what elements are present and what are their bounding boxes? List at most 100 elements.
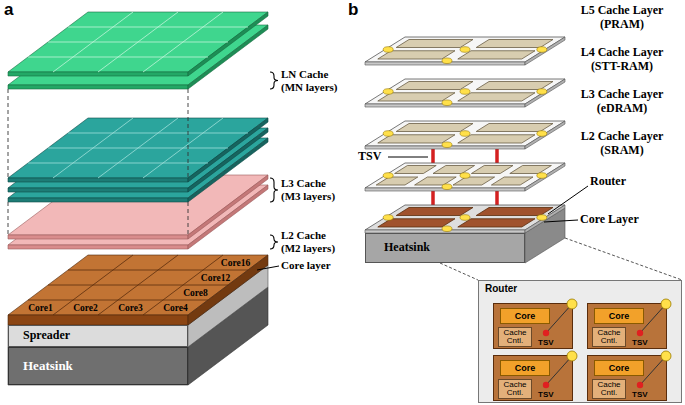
cache-controller-box: Cache Cntl. bbox=[498, 327, 532, 347]
heatsink-band: Heatsink bbox=[365, 233, 525, 263]
router-node bbox=[567, 299, 577, 309]
grid-line bbox=[143, 118, 223, 178]
layer-label: L5 Cache Layer (PRAM) bbox=[572, 4, 672, 32]
router-node bbox=[442, 100, 452, 106]
router-node bbox=[537, 89, 547, 95]
l3-layer-front bbox=[8, 188, 188, 192]
core-box: Core bbox=[500, 360, 550, 376]
layer-label: Core layer bbox=[281, 259, 331, 272]
panel-letter: b bbox=[348, 0, 358, 20]
node-text: Cache Cntl. bbox=[593, 329, 625, 346]
l5-plate bbox=[365, 37, 565, 65]
router-node bbox=[460, 215, 470, 221]
router-node bbox=[567, 351, 577, 361]
node-text: Core bbox=[515, 311, 536, 321]
tsv-dot bbox=[543, 382, 549, 388]
node-text: Core bbox=[609, 363, 630, 373]
router-node bbox=[442, 142, 452, 148]
router-node bbox=[537, 215, 547, 221]
grid-line bbox=[143, 255, 223, 315]
brace bbox=[270, 235, 278, 249]
stack-dashed-line bbox=[188, 202, 189, 235]
memory-bank bbox=[476, 40, 553, 48]
memory-bank bbox=[458, 93, 535, 101]
l3-layer bbox=[8, 118, 268, 182]
memory-bank bbox=[453, 177, 495, 185]
memory-bank bbox=[471, 166, 513, 174]
router-node bbox=[442, 58, 452, 64]
memory-bank bbox=[458, 135, 535, 143]
inset-dashed-line bbox=[440, 263, 478, 280]
node-text: TSV bbox=[632, 390, 648, 399]
core-tile: TSV CoreCache Cntl. bbox=[493, 303, 573, 349]
core-label: Core1 bbox=[28, 302, 53, 313]
router-node bbox=[383, 215, 393, 221]
node-text: Core bbox=[609, 311, 630, 321]
router-node bbox=[537, 47, 547, 53]
core-tile: TSV CoreCache Cntl. bbox=[587, 303, 667, 349]
l2-layer-front bbox=[8, 235, 188, 239]
layer-label: L3 Cache (M3 layers) bbox=[281, 177, 345, 202]
grid-line bbox=[68, 27, 248, 28]
heatsink-band: Heatsink bbox=[8, 347, 188, 385]
core-slab bbox=[8, 255, 268, 325]
memory-bank bbox=[396, 82, 473, 90]
memory-bank bbox=[376, 177, 418, 185]
node-text: Cache Cntl. bbox=[499, 381, 531, 398]
router-node bbox=[460, 89, 470, 95]
l4-plate bbox=[365, 79, 565, 107]
tsv-dot bbox=[637, 330, 643, 336]
leader-line bbox=[257, 266, 279, 270]
l3-plate bbox=[365, 121, 565, 149]
grid-line bbox=[48, 42, 228, 43]
core-slab-front bbox=[8, 315, 188, 325]
l2-layer-front bbox=[8, 245, 188, 249]
memory-bank bbox=[396, 124, 473, 132]
part-label: TSV bbox=[358, 150, 381, 164]
router-node bbox=[460, 131, 470, 137]
memory-bank bbox=[396, 208, 473, 216]
memory-bank bbox=[395, 166, 437, 174]
layer-label: L4 Cache Layer (STT-RAM) bbox=[572, 46, 672, 74]
core-box: Core bbox=[594, 308, 644, 324]
router-node bbox=[537, 131, 547, 137]
tsv-dot bbox=[543, 330, 549, 336]
grid-line bbox=[68, 133, 248, 134]
core-label: Core3 bbox=[118, 302, 143, 313]
core-label: Core16 bbox=[221, 257, 250, 268]
ln-layer bbox=[8, 12, 268, 76]
core-label: Core4 bbox=[163, 302, 188, 313]
node-text: TSV bbox=[632, 338, 648, 347]
panel-letter: a bbox=[4, 0, 13, 20]
node-text: TSV bbox=[538, 338, 554, 347]
core-plate bbox=[365, 205, 565, 233]
tsv-dot bbox=[637, 382, 643, 388]
heatsink-slab-front bbox=[8, 347, 188, 385]
memory-bank bbox=[458, 219, 535, 227]
layer-label: Core Layer bbox=[580, 213, 639, 227]
leader-line bbox=[388, 157, 428, 158]
cache-controller-box: Cache Cntl. bbox=[498, 379, 532, 399]
l2-plate bbox=[365, 163, 565, 191]
grid-line bbox=[48, 285, 228, 286]
router-node bbox=[460, 47, 470, 53]
router-node bbox=[383, 131, 393, 137]
layer-label: L3 Cache Layer (eDRAM) bbox=[572, 88, 672, 116]
ln-layer-side bbox=[188, 12, 268, 76]
core-box: Core bbox=[500, 308, 550, 324]
core-layer-inset: RouterTSVCoreCache Cntl.TSVCoreCache Cnt… bbox=[478, 280, 682, 403]
router-node bbox=[442, 184, 452, 190]
stack-dashed-line bbox=[188, 89, 189, 178]
l3-layer-front bbox=[8, 198, 188, 202]
core-tile: TSVCoreCache Cntl. bbox=[587, 355, 667, 401]
core-tile: TSVCoreCache Cntl. bbox=[493, 355, 573, 401]
brace bbox=[270, 178, 278, 202]
memory-bank bbox=[510, 166, 552, 174]
router-node bbox=[661, 351, 671, 361]
node-text: Core bbox=[515, 363, 536, 373]
node-text: Router bbox=[485, 283, 517, 295]
memory-bank bbox=[415, 177, 457, 185]
grid-line bbox=[48, 148, 228, 149]
memory-bank bbox=[458, 51, 535, 59]
